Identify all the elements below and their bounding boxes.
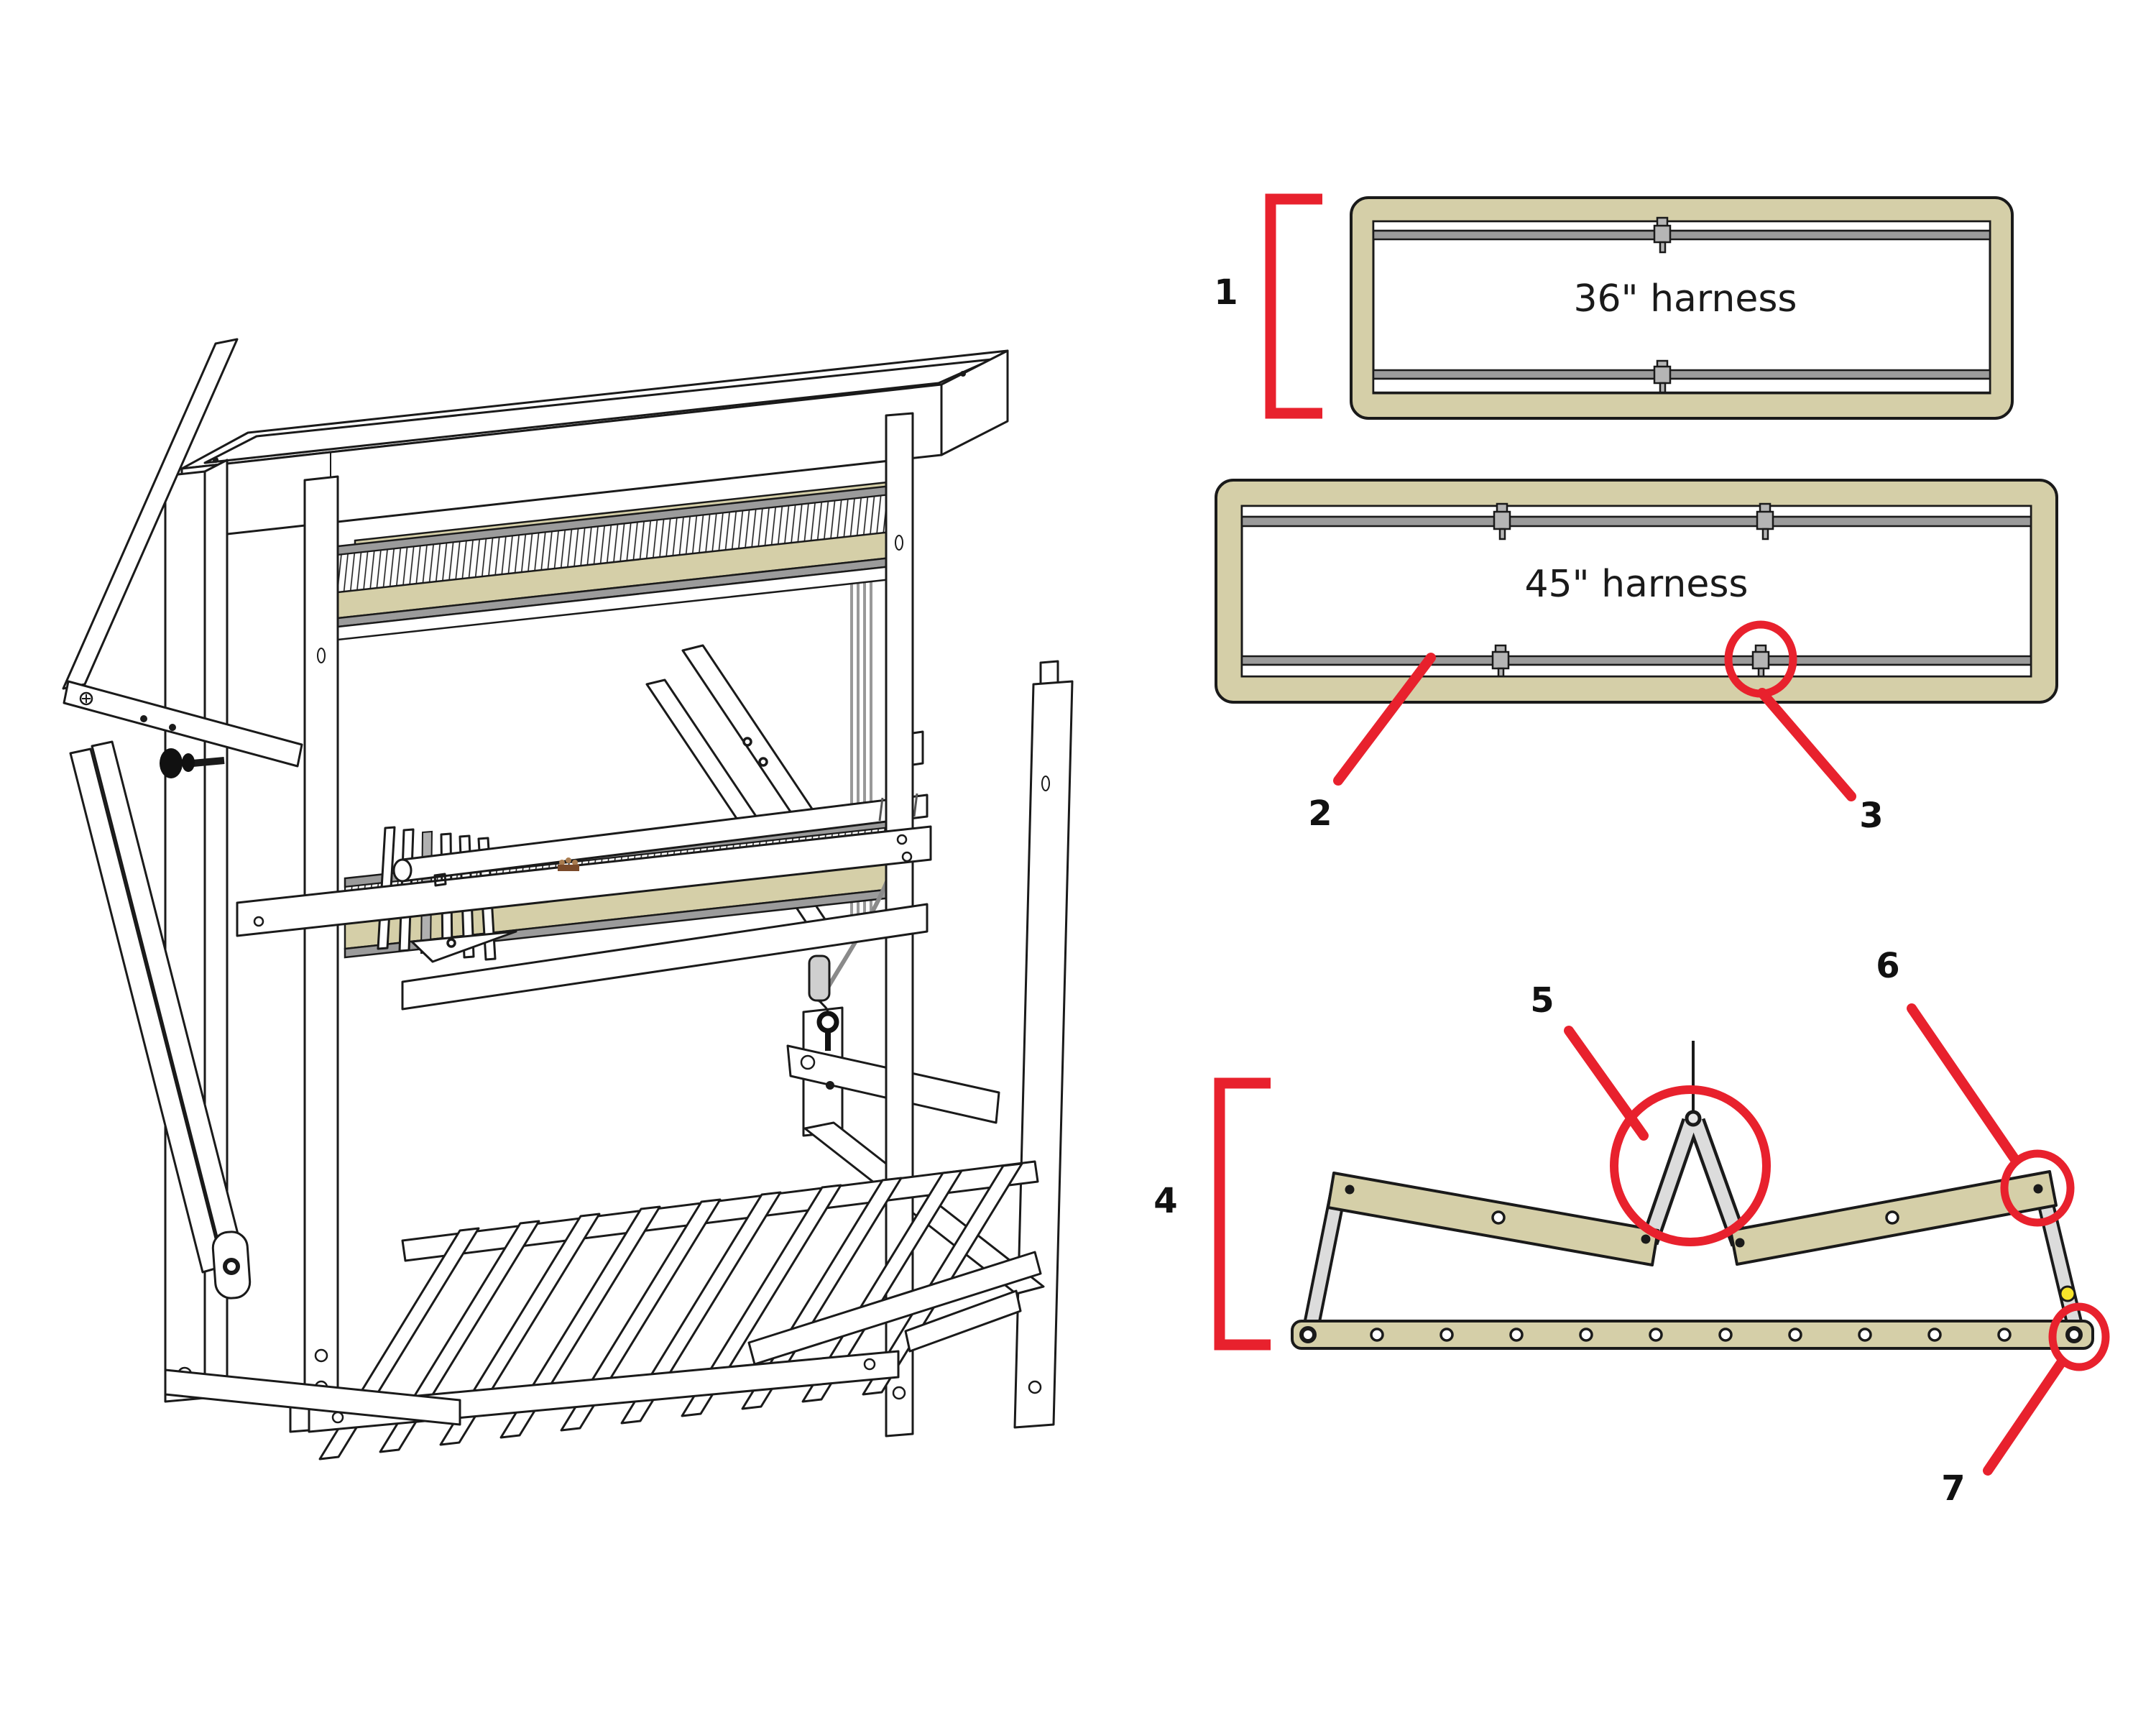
callout-number-6: 6 xyxy=(1876,946,1899,986)
harness-36-bottom-heddle-bar xyxy=(1372,359,1991,394)
left-foot-rail xyxy=(164,1368,461,1426)
treadle-slat xyxy=(862,1162,1023,1396)
heddle-bar-clip xyxy=(1653,359,1672,394)
callout-number-1: 1 xyxy=(1214,272,1238,313)
treadle-deck xyxy=(164,1160,1042,1460)
deck-side-rail xyxy=(747,1251,1042,1366)
back-right-post xyxy=(1013,660,1074,1429)
castle-top-trough xyxy=(180,349,1009,540)
callout-number-5: 5 xyxy=(1530,980,1554,1021)
folding-arm-bar xyxy=(63,680,303,768)
treadle-slat xyxy=(681,1184,842,1417)
harness-36-top-heddle-bar xyxy=(1372,216,1991,254)
side-sword xyxy=(62,338,239,690)
harness-36-opening xyxy=(1372,220,1991,395)
triangle-plate xyxy=(410,930,517,963)
treadle-slat xyxy=(379,1220,540,1453)
harness-45-bottom-heddle-bar xyxy=(1240,644,2032,678)
harness-36-label: 36" harness xyxy=(1573,277,1797,321)
leader-line-7 xyxy=(1983,1358,2066,1476)
yellow-pin xyxy=(2059,1285,2076,1302)
square-hole xyxy=(433,873,447,887)
callout-number-2: 2 xyxy=(1308,794,1332,834)
bracket-1 xyxy=(1265,193,1322,419)
lower-front-beam xyxy=(401,903,929,1011)
harness-36-frame: 36" harness xyxy=(1350,196,2014,420)
leader-line-2 xyxy=(1333,653,1436,786)
leader-line-6 xyxy=(1907,1003,2019,1164)
circle-7 xyxy=(2048,1302,2110,1371)
circle-6 xyxy=(2000,1149,2075,1227)
heddle-bar-clip xyxy=(1653,216,1672,254)
treadle-slat xyxy=(560,1198,722,1432)
heddle-bar-clip xyxy=(1751,644,1770,678)
circle-5 xyxy=(1610,1085,1771,1246)
deck-cross-rail xyxy=(904,1289,1022,1353)
harness-45-label: 45" harness xyxy=(1524,563,1748,606)
callout-number-7: 7 xyxy=(1941,1468,1965,1509)
red-annotations xyxy=(1214,193,2110,1476)
turnbuckle xyxy=(808,954,831,1002)
heddle-bar-clip xyxy=(1756,502,1774,540)
center-v-legs xyxy=(1640,1118,1749,1247)
callout-number-4: 4 xyxy=(1153,1181,1177,1221)
harness-45-opening xyxy=(1240,505,2032,678)
side-knob xyxy=(160,748,183,778)
harness-45-top-heddle-bar xyxy=(1240,502,2032,540)
heddle-bar-clip xyxy=(1491,644,1510,678)
breast-beam xyxy=(236,825,932,1011)
eye-bolt-stem xyxy=(825,1031,831,1051)
upper-harness-stack xyxy=(336,479,908,641)
bottom-lamm-bar xyxy=(1291,1320,2094,1350)
heddle-bar-clip xyxy=(1493,502,1511,540)
harness-45-frame: 45" harness xyxy=(1215,479,2058,704)
loom-illustration xyxy=(62,338,1074,1460)
treadle-slat xyxy=(620,1191,782,1425)
callout-numbers: 1 2 3 4 5 6 7 xyxy=(1153,272,1965,1509)
bracket-4 xyxy=(1214,1077,1271,1351)
knob-axle xyxy=(192,757,225,767)
apex-pivot xyxy=(1685,1110,1702,1127)
brand-logo xyxy=(558,857,579,871)
leader-line-3 xyxy=(1757,688,1856,801)
screw xyxy=(1028,1380,1042,1394)
treadle-slat xyxy=(439,1213,601,1446)
treadle-slat xyxy=(499,1205,661,1439)
left-folding-arm xyxy=(62,338,303,1300)
callout-number-3: 3 xyxy=(1859,796,1883,836)
